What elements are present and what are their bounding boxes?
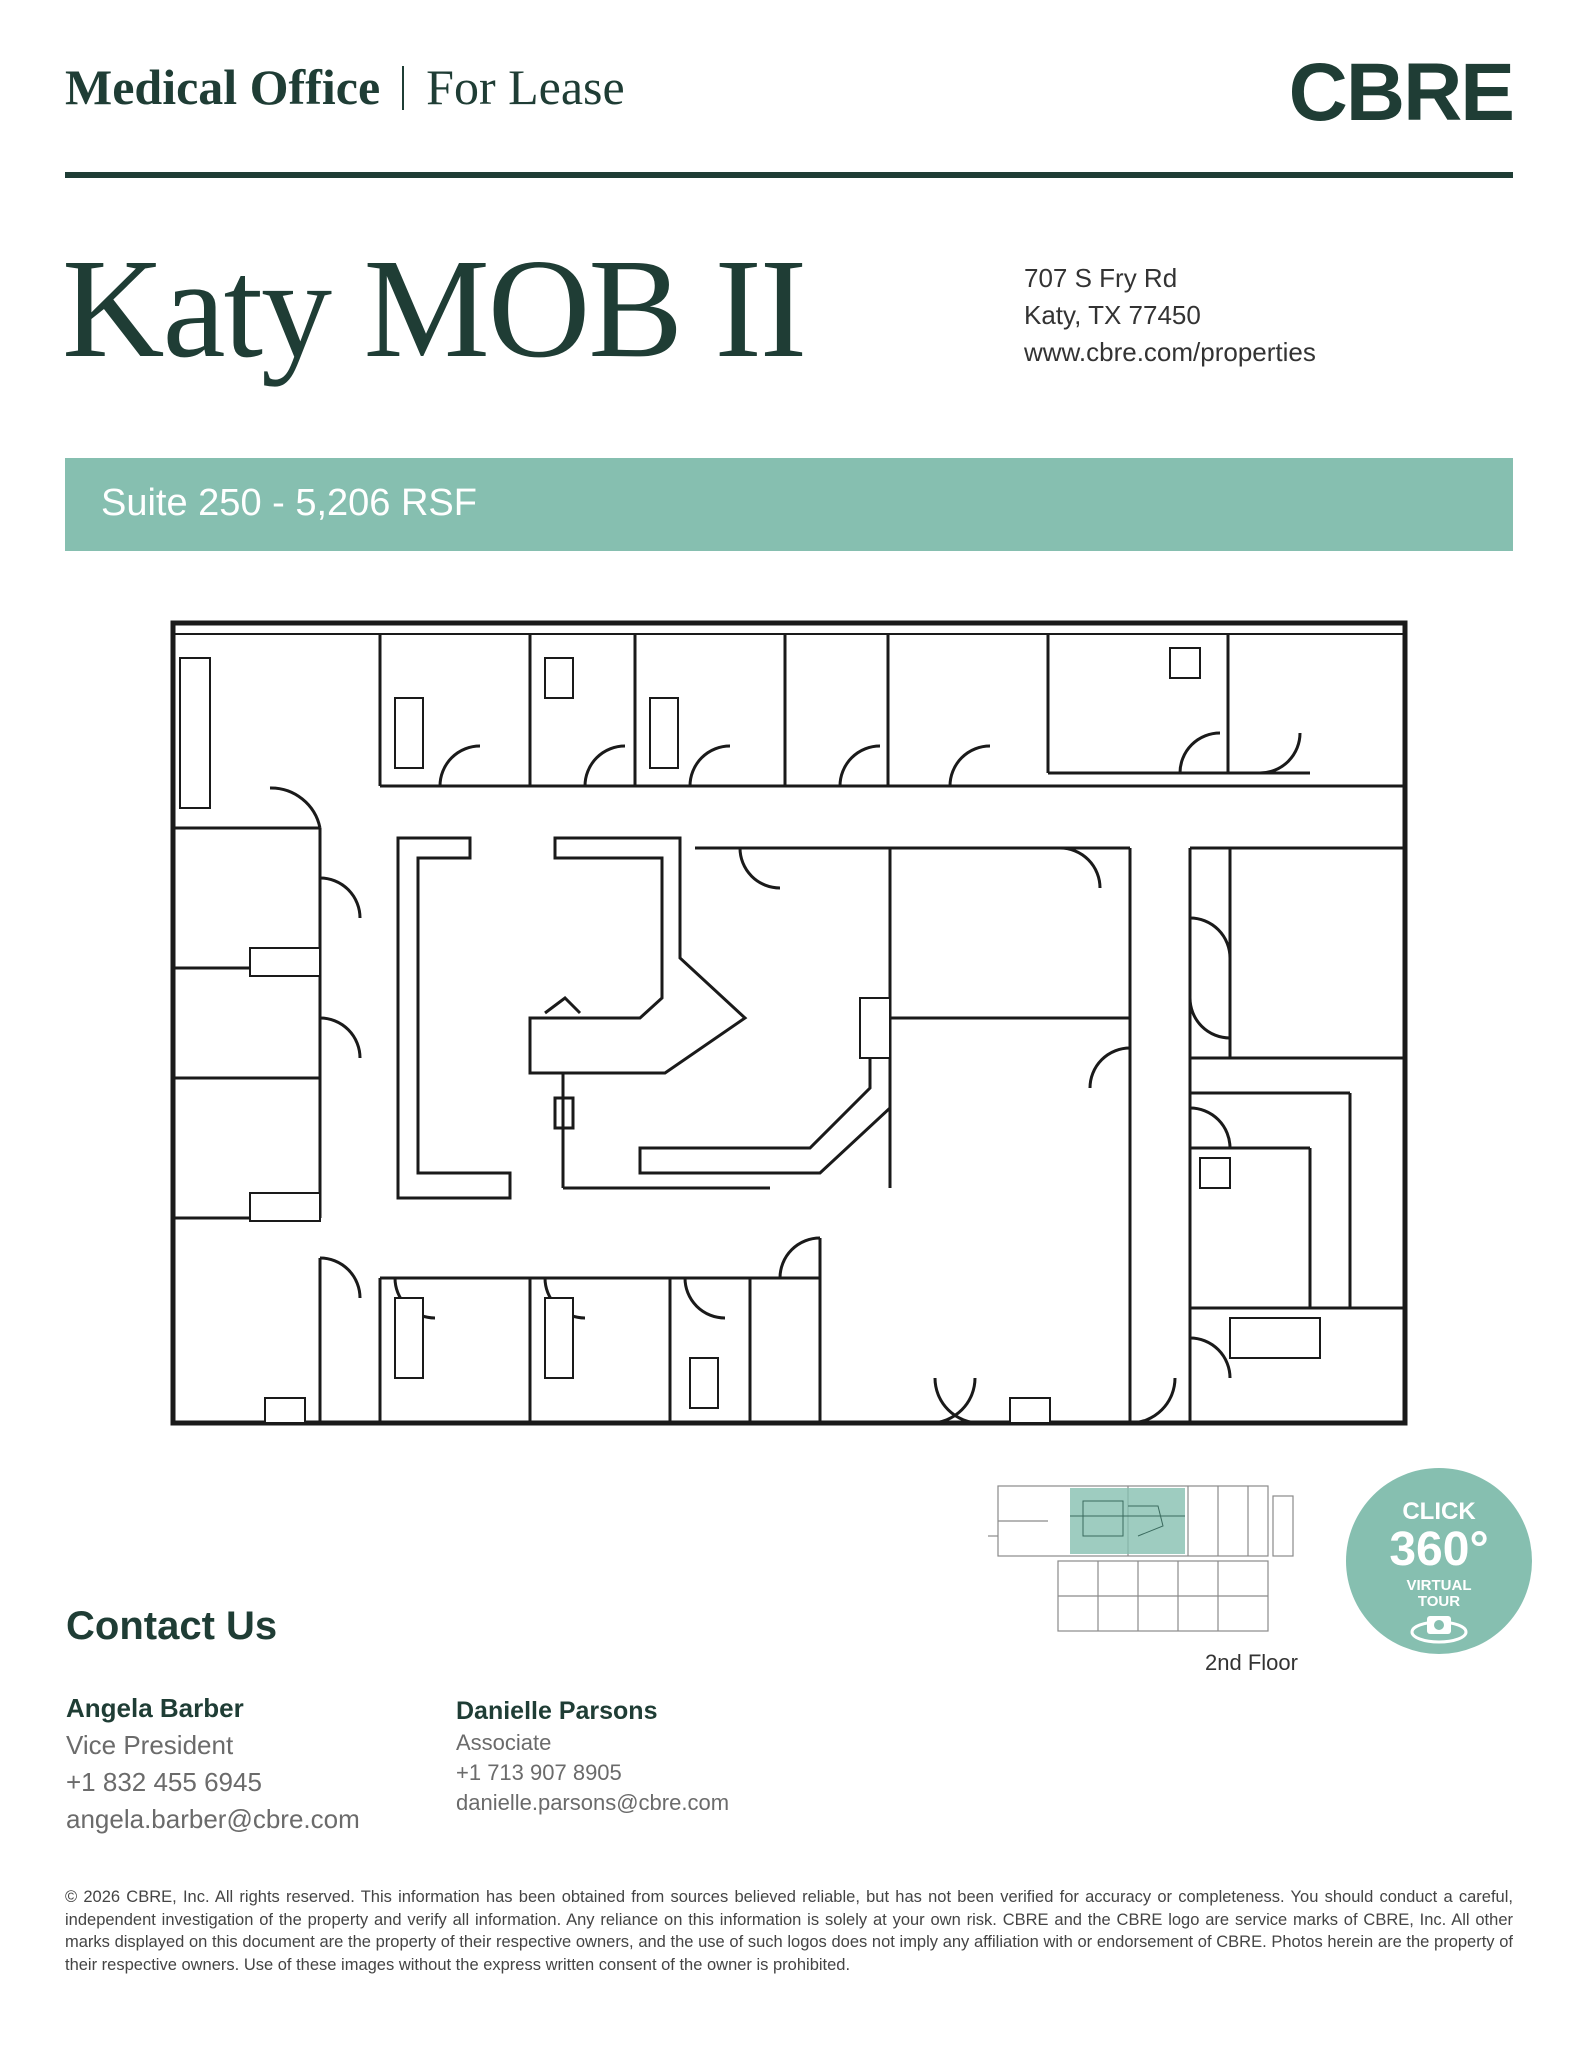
address-line2: Katy, TX 77450	[1024, 300, 1201, 330]
contact-role: Associate	[456, 1730, 552, 1755]
cbre-logo: CBRE	[1288, 47, 1515, 138]
tour-virtual-text: VIRTUAL TOUR	[1346, 1578, 1532, 1610]
property-type-text: Medical Office	[65, 59, 381, 115]
suite-banner: Suite 250 - 5,206 RSF	[65, 458, 1513, 551]
key-plan-map	[988, 1485, 1294, 1632]
tour-click-text: CLICK	[1402, 1498, 1476, 1525]
contact-title: Contact Us	[66, 1604, 278, 1648]
listing-type-text: For Lease	[426, 59, 625, 115]
key-plan-label: 2nd Floor	[1205, 1650, 1298, 1675]
legal-disclaimer: © 2026 CBRE, Inc. All rights reserved. T…	[65, 1888, 1513, 1974]
property-title: Katy MOB II	[62, 229, 807, 387]
virtual-tour-button[interactable]: CLICK 360° VIRTUAL TOUR	[1346, 1468, 1532, 1654]
contact-name: Angela Barber	[66, 1693, 244, 1723]
header-property-type: Medical Office For Lease	[65, 58, 625, 116]
contact-name: Danielle Parsons	[456, 1697, 658, 1725]
contact-phone[interactable]: +1 832 455 6945	[66, 1767, 262, 1797]
contact-email[interactable]: angela.barber@cbre.com	[66, 1804, 360, 1834]
contact-card-danielle: Danielle Parsons Associate +1 713 907 89…	[456, 1694, 729, 1818]
tour-degrees-text: 360°	[1389, 1523, 1489, 1576]
suite-label: Suite 250 - 5,206 RSF	[101, 482, 477, 524]
contact-email[interactable]: danielle.parsons@cbre.com	[456, 1790, 730, 1815]
header-rule	[65, 172, 1513, 178]
contact-phone[interactable]: +1 713 907 8905	[456, 1760, 622, 1785]
address-line1: 707 S Fry Rd	[1024, 263, 1178, 293]
header-separator	[402, 66, 405, 110]
floor-plan-drawing	[170, 620, 1408, 1426]
camera-360-icon	[1410, 1616, 1468, 1644]
tour-tour-word: TOUR	[1417, 1593, 1461, 1610]
website-link[interactable]: www.cbre.com/properties	[1024, 337, 1316, 367]
tour-virtual-word: VIRTUAL	[1406, 1577, 1472, 1594]
contact-card-angela: Angela Barber Vice President +1 832 455 …	[66, 1690, 360, 1838]
contact-role: Vice President	[66, 1730, 234, 1760]
property-address: 707 S Fry Rd Katy, TX 77450 www.cbre.com…	[1024, 260, 1316, 371]
